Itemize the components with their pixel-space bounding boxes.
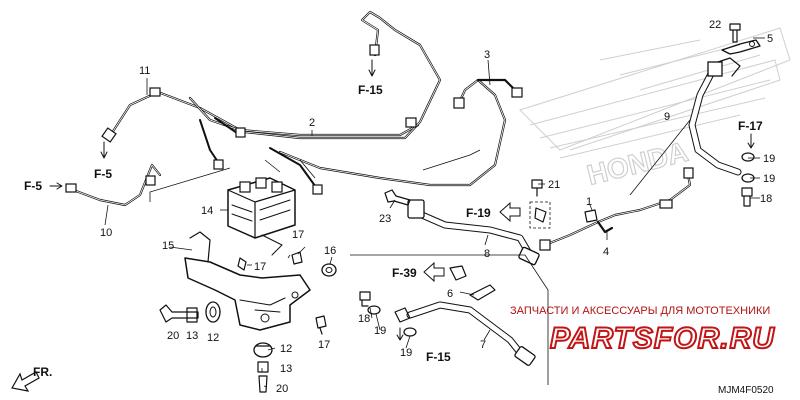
bolt-23 [384,189,411,206]
callout-21[interactable]: 21 [548,179,560,191]
watermark-tagline: ЗАПЧАСТИ И АКСЕССУАРЫ ДЛЯ МОТОТЕХНИКИ [510,305,770,317]
brake-pipe-4 [539,167,694,251]
callout-19-lower-b[interactable]: 19 [400,347,412,359]
grommet-12-lower [253,342,273,358]
bracket-5 [721,39,761,55]
grommet-12-upper [205,301,221,323]
grommet-16 [321,263,337,277]
ref-f19[interactable]: F-19 [466,206,491,220]
callout-23[interactable]: 23 [379,213,391,225]
callout-13-lower[interactable]: 13 [280,363,292,375]
bolt-17-b [291,251,303,265]
ref-f15-lower[interactable]: F-15 [426,350,451,364]
diagram-code: MJM4F0520 [718,385,774,396]
callout-18-lower[interactable]: 18 [358,313,370,325]
modulator-bracket-outline [149,159,316,202]
bolt-22 [729,23,741,43]
pipe-clip-1 [584,209,598,223]
callout-19-right-a[interactable]: 19 [763,153,775,165]
callout-15[interactable]: 15 [162,240,174,252]
front-label: FR. [33,365,52,379]
callout-4[interactable]: 4 [603,246,609,258]
brake-hose-7 [394,301,536,366]
ref-f39[interactable]: F-39 [392,266,417,280]
callout-17-c[interactable]: 17 [318,339,330,351]
callout-5[interactable]: 5 [767,33,773,45]
bolt-18-right [741,187,753,207]
brake-pipe-short-group [199,117,323,195]
callout-20-upper[interactable]: 20 [167,330,179,342]
ref-f15-top[interactable]: F-15 [358,83,383,97]
brake-pipe-2 [188,10,442,140]
callout-1[interactable]: 1 [586,196,592,208]
honda-logo-text: HONDA [584,136,691,191]
lower-group-frame [350,254,549,385]
washer-19-upper [741,152,755,162]
leader-lines [104,37,765,388]
bolt-20-lower [258,375,268,393]
bolt-18-lower [359,291,371,307]
bolt-17-a [237,257,247,271]
modulator-stay-15 [184,231,311,331]
callout-9[interactable]: 9 [664,111,670,123]
callout-8[interactable]: 8 [484,248,490,260]
bolt-17-c [315,315,327,335]
brake-pipe-10 [65,163,162,207]
washer-19-lower-b [403,327,417,337]
callout-12-upper[interactable]: 12 [207,332,219,344]
watermark-site: PARTSFOR.RU [550,322,775,355]
callout-10[interactable]: 10 [100,227,112,239]
ref-f39-arrow [423,261,445,283]
callout-2[interactable]: 2 [309,117,315,129]
ref-f5-left[interactable]: F-5 [24,179,42,193]
callout-17-a[interactable]: 17 [254,261,266,273]
callout-11[interactable]: 11 [139,65,150,77]
washer-19-lower-a [367,305,381,315]
collar-13-upper [186,307,198,323]
ref-f5-lower[interactable]: F-5 [94,167,112,181]
callout-22[interactable]: 22 [709,19,721,31]
bolt-21 [531,179,543,197]
brake-hose-8 [407,199,540,266]
callout-7[interactable]: 7 [480,339,486,351]
callout-13-upper[interactable]: 13 [186,330,198,342]
reference-labels: F-15 F-5 F-5 F-17 F-19 F-39 F-15 [24,59,763,364]
brake-pipe-11 [101,87,420,143]
bolt-20-upper [159,304,199,323]
ref-f17[interactable]: F-17 [738,119,763,133]
hose-stay-6 [469,284,496,301]
callout-17-b[interactable]: 17 [292,229,304,241]
abs-modulator-14 [227,177,296,256]
callout-18-right[interactable]: 18 [760,193,772,205]
honda-wing-logo: HONDA [519,27,791,191]
f39-fitting [449,265,467,281]
brake-hose-9 [688,57,742,176]
brake-pipe-3 [278,78,523,187]
callout-20-lower[interactable]: 20 [276,383,288,395]
callout-6[interactable]: 6 [447,288,453,300]
callout-3[interactable]: 3 [484,49,490,61]
front-direction-indicator: FR. [11,365,52,392]
collar-13-lower [257,361,269,373]
callout-12-lower[interactable]: 12 [280,343,292,355]
callout-14[interactable]: 14 [201,205,213,217]
hose-clamp [529,201,551,229]
callout-19-lower-a[interactable]: 19 [374,325,386,337]
callout-labels: 1 2 3 4 5 6 7 8 9 10 11 12 12 13 13 14 1… [100,19,775,395]
front-arrow-icon [11,371,40,392]
callout-16[interactable]: 16 [324,245,336,257]
ref-f19-arrow [499,201,521,223]
callout-19-right-b[interactable]: 19 [763,173,775,185]
